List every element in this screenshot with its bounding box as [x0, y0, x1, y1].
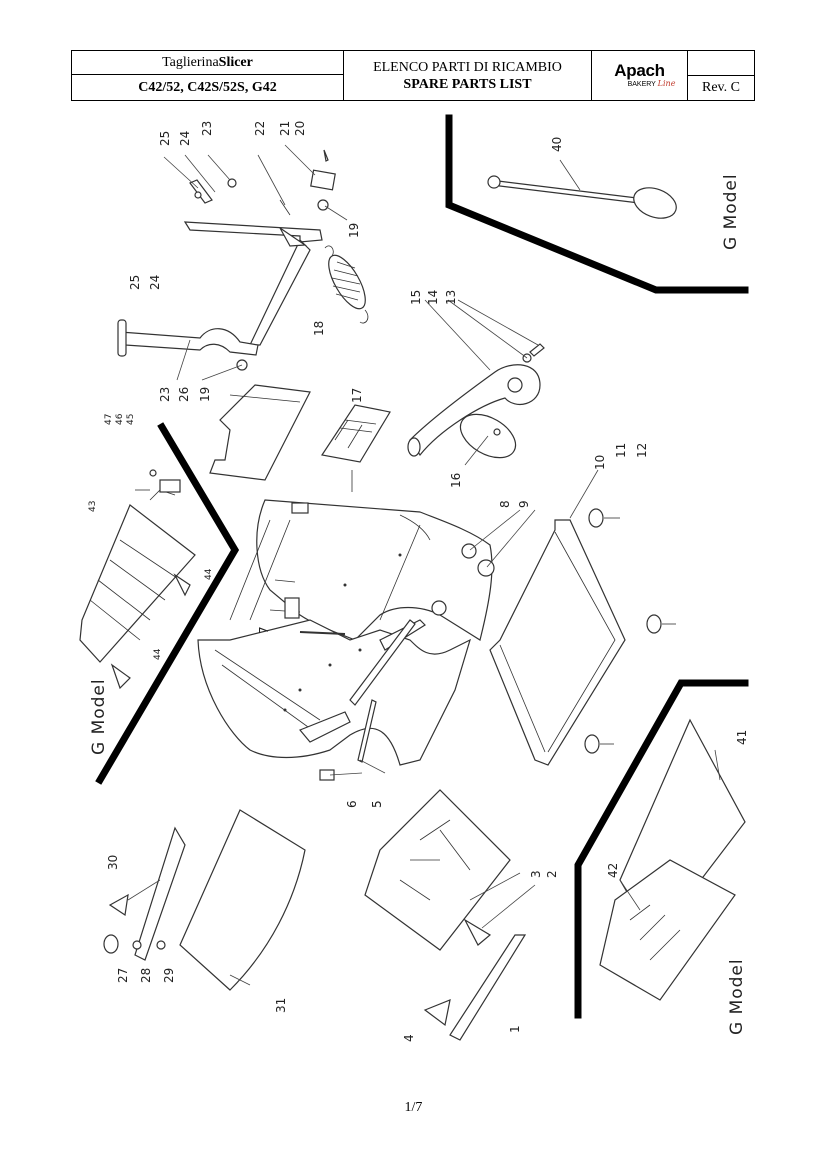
label-26: 26	[177, 387, 191, 402]
part-frame-linkage	[117, 149, 369, 371]
label-4: 4	[402, 1034, 416, 1042]
label-25: 25	[158, 131, 172, 146]
label-27: 27	[116, 968, 130, 983]
label-19: 19	[347, 223, 361, 238]
title-english: SPARE PARTS LIST	[403, 76, 532, 92]
label-11: 11	[614, 443, 628, 458]
part-15-lever	[407, 343, 545, 459]
g-model-label-left: G Model	[89, 678, 109, 755]
part-40-handle	[487, 159, 677, 219]
leader-lines	[127, 144, 721, 986]
label-23: 23	[158, 387, 172, 402]
label-41: 41	[735, 730, 749, 745]
label-19: 19	[198, 387, 212, 402]
label-8: 8	[498, 500, 512, 508]
label-47: 47	[104, 414, 114, 425]
brand-sub: BAKERY Line	[627, 79, 676, 88]
document-title-cell: ELENCO PARTI DI RICAMBIO SPARE PARTS LIS…	[344, 51, 592, 100]
label-43: 43	[88, 501, 98, 512]
part-main-body	[197, 499, 493, 781]
label-2: 2	[545, 870, 559, 878]
models-cell: C42/52, C42S/52S, G42	[72, 75, 344, 100]
label-23: 23	[200, 121, 214, 136]
label-30: 30	[106, 855, 120, 870]
label-24: 24	[178, 131, 192, 146]
label-14: 14	[426, 290, 440, 305]
g-model-divider-top-right	[445, 114, 749, 294]
part-1-4-bottom	[364, 789, 527, 1041]
label-13: 13	[444, 290, 458, 305]
label-17: 17	[350, 388, 364, 403]
label-44: 44	[204, 568, 214, 580]
label-45: 45	[126, 414, 136, 425]
product-prefix: Taglierina	[162, 54, 219, 70]
label-24: 24	[148, 275, 162, 290]
g-model-divider-bottom-right	[574, 679, 749, 1019]
part-41-42-g-tray	[599, 718, 746, 1001]
part-27-31-bottom-left	[103, 809, 306, 991]
label-18: 18	[312, 321, 326, 336]
title-italian: ELENCO PARTI DI RICAMBIO	[373, 59, 562, 75]
part-17-block	[321, 404, 391, 492]
page-number: 1/7	[404, 1100, 423, 1115]
label-20: 20	[293, 121, 307, 136]
label-42: 42	[606, 863, 620, 878]
label-5: 5	[370, 800, 384, 808]
product-bold: Slicer	[218, 54, 253, 70]
label-31: 31	[274, 998, 288, 1013]
label-29: 29	[162, 968, 176, 983]
g-model-label-top: G Model	[721, 173, 741, 250]
part-11-12-feet	[584, 508, 676, 754]
label-10: 10	[593, 455, 607, 470]
label-22: 22	[253, 121, 267, 136]
label-21: 21	[278, 121, 292, 136]
label-44: 44	[153, 648, 163, 660]
part-10-tray	[489, 519, 626, 766]
part-side-plate	[209, 384, 311, 481]
label-15: 15	[409, 290, 423, 305]
label-12: 12	[635, 443, 649, 458]
label-7: 7	[257, 626, 271, 634]
label-3: 3	[529, 870, 543, 878]
label-28: 28	[139, 968, 153, 983]
label-25: 25	[128, 275, 142, 290]
label-9: 9	[517, 500, 531, 508]
revision-cell: Rev. C	[688, 75, 754, 100]
label-6: 6	[345, 800, 359, 808]
part-45-47-screws	[135, 469, 181, 493]
label-40: 40	[550, 137, 564, 152]
g-model-label-bottom: G Model	[727, 958, 747, 1035]
brand-logo: Apach BAKERY Line	[592, 51, 688, 100]
brand-name: Apach	[614, 61, 665, 80]
label-46: 46	[115, 413, 125, 425]
label-1: 1	[508, 1025, 522, 1033]
part-number-labels: 25 24 23 22 21 20 19 18 25 24 23 26 19 1…	[88, 121, 749, 1042]
part-43-grill	[79, 489, 196, 690]
g-model-divider-left	[95, 422, 240, 785]
label-16: 16	[449, 473, 463, 488]
